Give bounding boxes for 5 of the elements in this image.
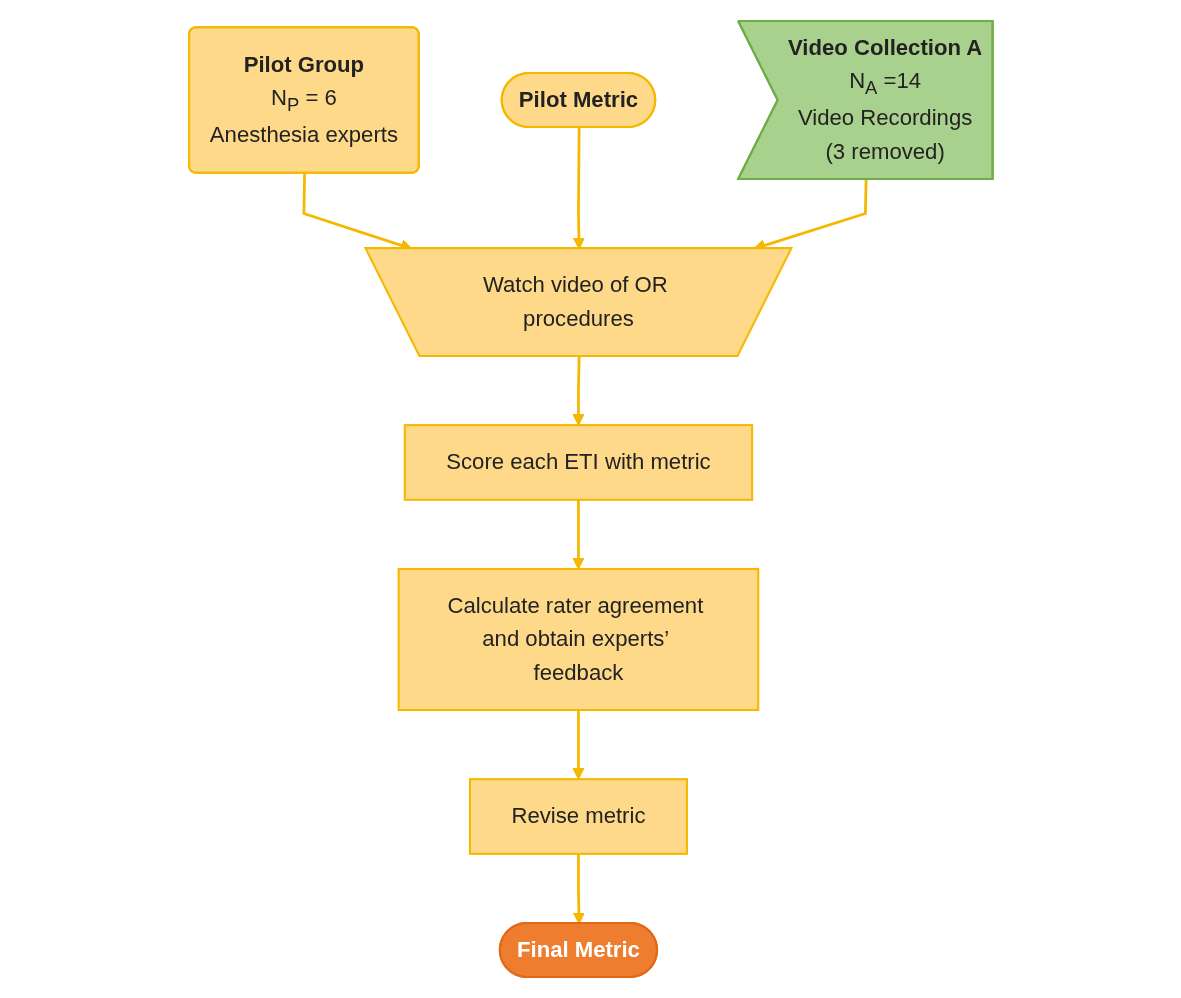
node-box: Revise metric <box>468 778 688 855</box>
node-box: Score each ETI with metric <box>403 424 753 501</box>
arrow <box>572 356 585 426</box>
arrow <box>572 710 585 780</box>
node-box: Calculate rater agreement and obtain experts’ feedback <box>397 567 759 712</box>
